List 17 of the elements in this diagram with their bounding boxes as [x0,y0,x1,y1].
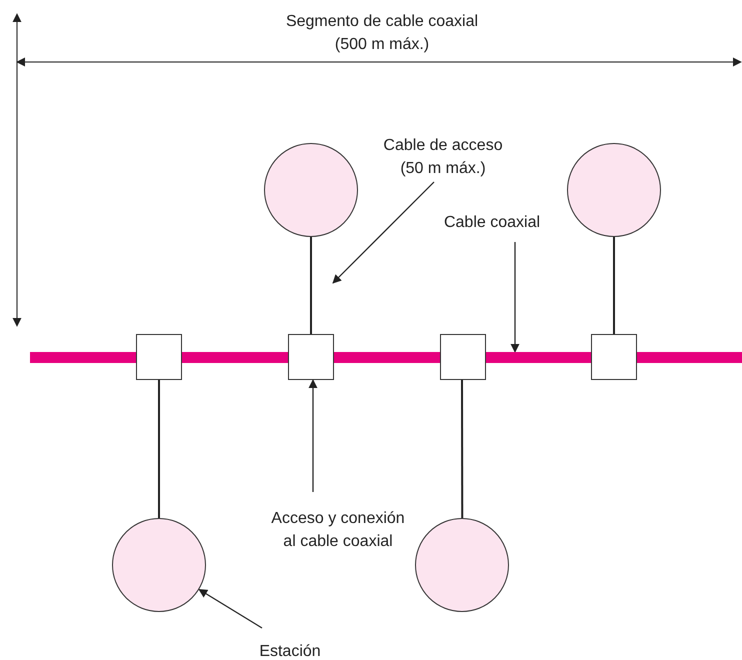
cable-line [310,237,312,334]
tap-connector [136,334,182,380]
dimension-label: Segmento de cable coaxial (500 m máx.) [284,12,480,55]
tap-connector [288,334,334,380]
leader-arrow [308,379,318,492]
tap-connector [440,334,486,380]
cable-line [461,380,464,518]
callout-text: Acceso y conexión al cable coaxial [270,509,406,552]
cable-line [158,380,160,518]
callout-text: Cable coaxial [444,212,540,232]
leader-arrow [510,242,520,353]
cable-line [613,237,615,334]
leader-arrow [332,182,434,284]
leader-arrow [198,589,262,629]
callout-text: Estación [259,642,321,660]
tap-connector [591,334,637,380]
callout-text: Cable de acceso (50 m máx.) [382,136,504,179]
